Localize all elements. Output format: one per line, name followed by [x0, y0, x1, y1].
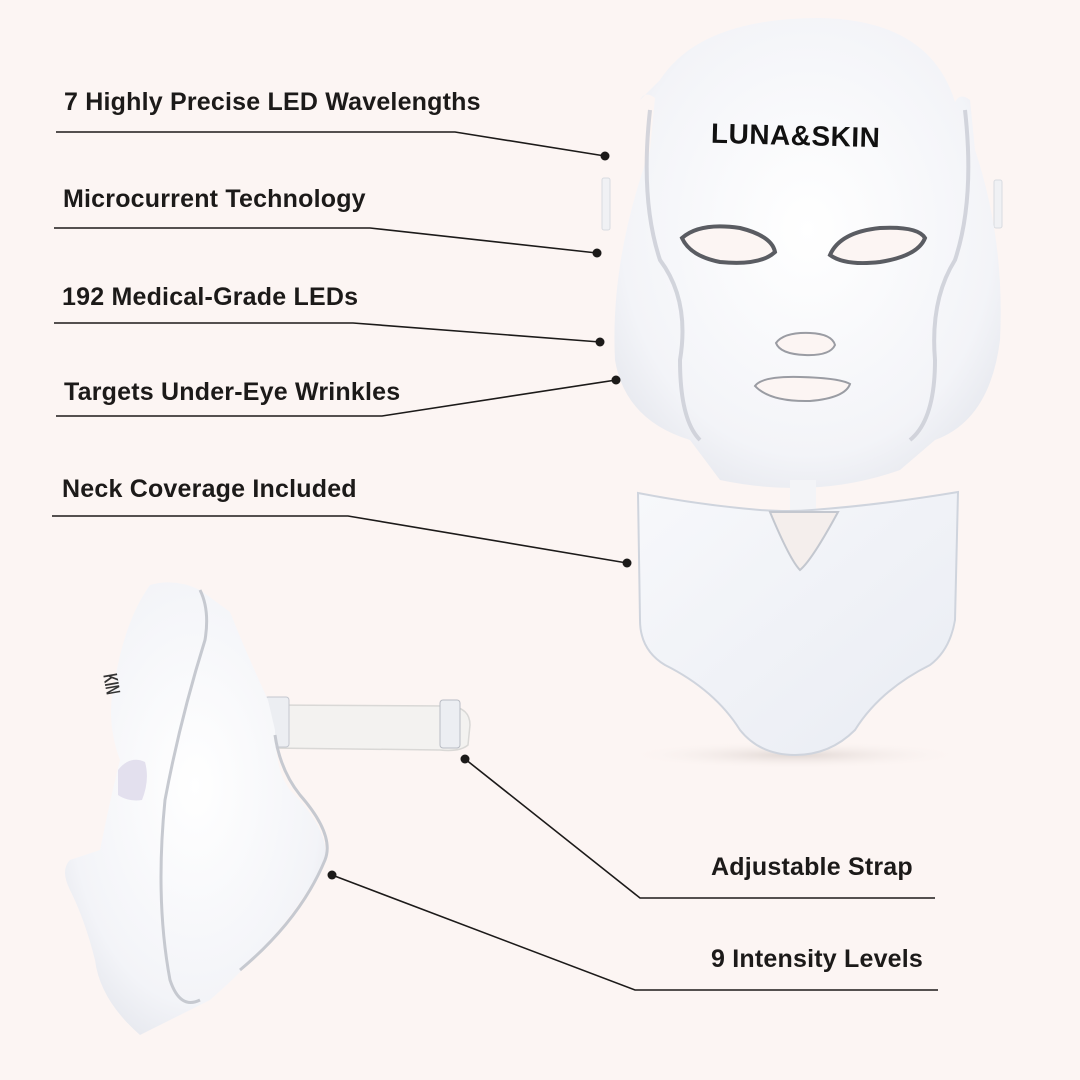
callout-line-under-eye: [56, 379, 617, 417]
callout-line-led-wavelengths: [56, 131, 606, 157]
feature-label-intensity-levels: 9 Intensity Levels: [711, 945, 924, 973]
feature-label-led-wavelengths: 7 Highly Precise LED Wavelengths: [64, 88, 481, 116]
feature-label-microcurrent: Microcurrent Technology: [63, 185, 366, 213]
feature-label-medical-grade-leds: 192 Medical-Grade LEDs: [62, 283, 359, 311]
brand-logo: LUNA&SKIN: [710, 117, 881, 154]
callout-lines: [52, 131, 938, 991]
feature-label-adjustable-strap: Adjustable Strap: [711, 853, 913, 881]
callout-line-intensity: [331, 874, 938, 991]
callout-line-microcurrent: [54, 227, 598, 254]
callout-line-strap: [464, 758, 935, 899]
side-profile-mask: [65, 582, 471, 1035]
callout-line-leds: [54, 322, 601, 343]
callout-line-neck: [52, 515, 628, 564]
front-face-mask: [601, 18, 1003, 488]
side-brand-logo: KIN: [98, 672, 124, 697]
callout-dots: [327, 151, 632, 880]
neck-piece: [625, 490, 965, 769]
feature-label-under-eye: Targets Under-Eye Wrinkles: [64, 378, 401, 406]
feature-label-neck-coverage: Neck Coverage Included: [62, 475, 357, 503]
